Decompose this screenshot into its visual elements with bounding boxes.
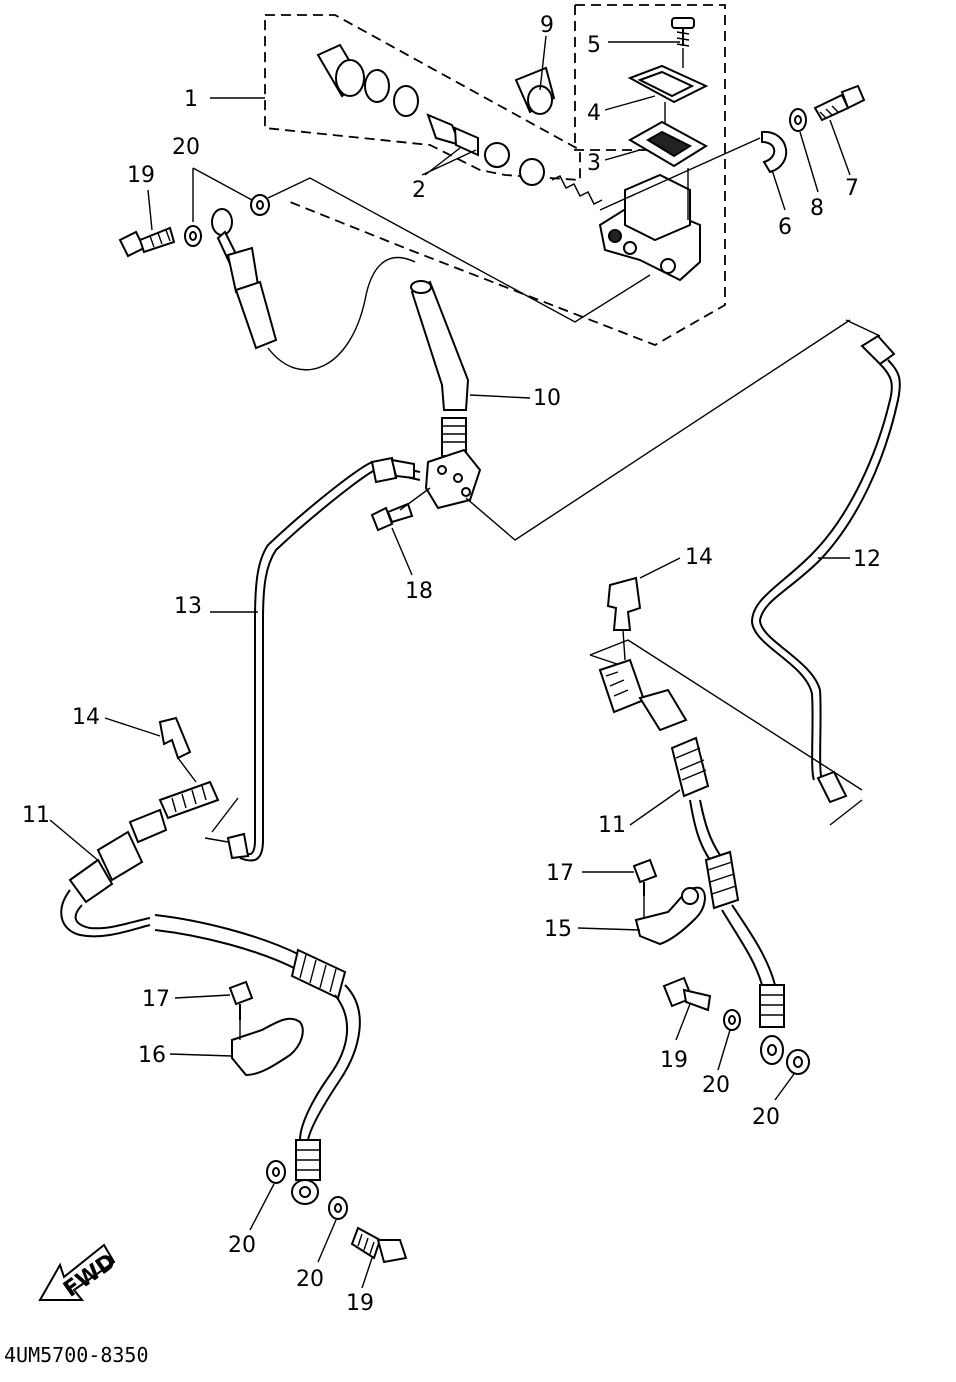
callout-15: 15 [544, 917, 572, 942]
brake-pipe-12 [465, 319, 901, 804]
callout-20-right-b: 20 [752, 1105, 780, 1130]
brake-pipe-13 [226, 456, 421, 862]
washer-8 [789, 108, 807, 132]
callout-20-bottom-b: 20 [296, 1267, 324, 1292]
callout-12: 12 [853, 547, 881, 572]
dust-cap [514, 66, 556, 115]
callout-19-bottom: 19 [346, 1291, 374, 1316]
callout-5: 5 [587, 33, 601, 58]
fwd-arrow-icon: FWD [38, 1243, 121, 1303]
holder-16 [231, 1017, 304, 1077]
callout-16: 16 [138, 1043, 166, 1068]
callout-7: 7 [845, 176, 859, 201]
callout-1: 1 [184, 87, 198, 112]
callout-19-right: 19 [660, 1048, 688, 1073]
callout-11-left: 11 [22, 803, 50, 828]
reservoir-kit-outline [574, 5, 660, 151]
callout-17-right: 17 [546, 861, 574, 886]
callout-9: 9 [540, 13, 554, 38]
callout-6: 6 [778, 215, 792, 240]
holder-6 [761, 130, 788, 174]
bolt-19-top [118, 226, 176, 258]
callout-17-left: 17 [142, 987, 170, 1012]
brake-hose-11-right [598, 658, 785, 1065]
callout-11-right: 11 [598, 813, 626, 838]
callout-8: 8 [810, 196, 824, 221]
callout-2: 2 [412, 178, 426, 203]
screw-5 [671, 17, 695, 47]
bolt-19-bottom [350, 1226, 408, 1264]
callout-10: 10 [533, 386, 561, 411]
clip-14-right [606, 576, 642, 631]
brake-hose-11-left [60, 780, 361, 1205]
bolt-18 [370, 502, 414, 532]
bolt-17-left [228, 980, 254, 1020]
bolt-17-right [632, 858, 658, 896]
kit-seal-1 [364, 69, 390, 103]
callout-19-top: 19 [127, 163, 155, 188]
clip-14-left [158, 716, 192, 760]
master-cylinder-kit-outline [264, 14, 581, 181]
callout-20-top: 20 [172, 135, 200, 160]
callout-3: 3 [587, 151, 601, 176]
washer-20-top-b [250, 194, 270, 216]
callout-18: 18 [405, 579, 433, 604]
return-spring [551, 175, 603, 205]
kit-seal-2 [393, 85, 419, 117]
drawing-code: 4UM5700-8350 [4, 1343, 149, 1367]
callout-leaders [49, 35, 851, 1289]
callout-14-right: 14 [685, 545, 713, 570]
callout-4: 4 [587, 101, 601, 126]
brake-hose-upper-banjo [211, 208, 278, 350]
brake-hose-10 [410, 280, 470, 457]
diaphragm-plate-4 [627, 64, 709, 104]
callout-14-left: 14 [72, 705, 100, 730]
master-cylinder-body [598, 173, 701, 282]
brake-joint [424, 448, 482, 510]
washer-20-right-a [723, 1009, 741, 1031]
bolt-19-right [662, 976, 712, 1012]
washer-20-bottom-b [328, 1196, 348, 1220]
callout-13: 13 [174, 594, 202, 619]
holder-15 [634, 886, 706, 946]
callout-numbers: 1 2 3 4 5 6 7 8 9 10 11 11 12 13 14 14 1… [22, 13, 881, 1316]
piston-boot [316, 43, 365, 98]
callout-20-bottom-a: 20 [228, 1233, 256, 1258]
bolt-7 [813, 84, 866, 122]
washer-20-bottom-a [266, 1160, 286, 1184]
reservoir-cap-3 [627, 120, 708, 168]
washer-20-top-a [184, 225, 202, 247]
washer-20-right-b [786, 1049, 810, 1075]
callout-20-right-a: 20 [702, 1073, 730, 1098]
piston-rod [426, 113, 545, 186]
